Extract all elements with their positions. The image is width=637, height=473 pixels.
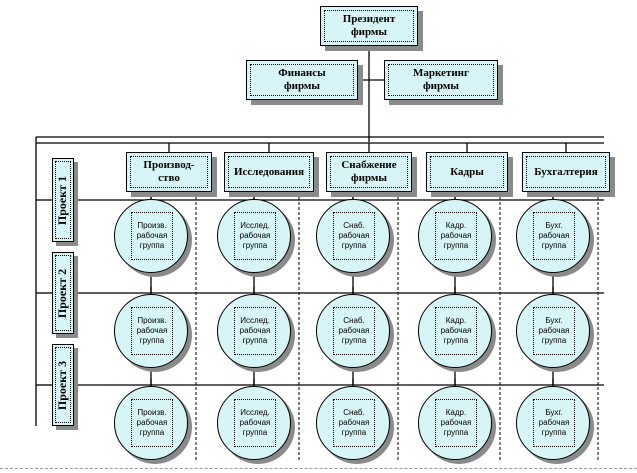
workgroup-label: Произв. рабочая группа xyxy=(131,212,173,260)
workgroup-circle: Бухг. рабочая группа xyxy=(516,294,590,368)
project-3-label: Проект 3 xyxy=(55,360,70,410)
workgroup-label: Кадр. рабочая группа xyxy=(435,212,477,260)
workgroup-circle: Произв. рабочая группа xyxy=(114,294,188,368)
workgroup-circle: Бухг. рабочая группа xyxy=(516,199,590,273)
dept-accounting-label: Бухгалтерия xyxy=(526,156,606,188)
workgroup-circle: Исслед. рабочая группа xyxy=(217,386,291,460)
dept-hr-label: Кадры xyxy=(430,156,504,188)
workgroup-label: Кадр. рабочая группа xyxy=(435,307,477,355)
dept-research-box: Исследования xyxy=(224,152,314,192)
workgroup-circle: Произв. рабочая группа xyxy=(114,199,188,273)
workgroup-circle: Снаб. рабочая группа xyxy=(316,199,390,273)
workgroup-label: Исслед. рабочая группа xyxy=(234,399,276,447)
president-box: Президент фирмы xyxy=(320,6,418,46)
project-2-box: Проект 2 xyxy=(52,252,74,334)
project-2-label: Проект 2 xyxy=(55,268,70,318)
workgroup-circle: Произв. рабочая группа xyxy=(114,386,188,460)
workgroup-label: Снаб. рабочая группа xyxy=(333,212,375,260)
workgroup-circle: Кадр. рабочая группа xyxy=(418,386,492,460)
workgroup-label: Произв. рабочая группа xyxy=(131,307,173,355)
workgroup-label: Бухг. рабочая группа xyxy=(533,212,575,260)
workgroup-circle: Снаб. рабочая группа xyxy=(316,294,390,368)
page-bottom-rule xyxy=(0,468,637,469)
dept-research-label: Исследования xyxy=(228,156,310,188)
workgroup-label: Кадр. рабочая группа xyxy=(435,399,477,447)
workgroup-label: Исслед. рабочая группа xyxy=(234,212,276,260)
dept-supply-box: Снабжение фирмы xyxy=(326,152,412,192)
marketing-label: Маркетинг фирмы xyxy=(388,64,494,96)
project-3-box: Проект 3 xyxy=(52,344,74,426)
president-label: Президент фирмы xyxy=(324,10,414,42)
dept-supply-label: Снабжение фирмы xyxy=(330,156,408,188)
workgroup-label: Произв. рабочая группа xyxy=(131,399,173,447)
workgroup-label: Бухг. рабочая группа xyxy=(533,399,575,447)
marketing-box: Маркетинг фирмы xyxy=(384,60,498,100)
finance-label: Финансы фирмы xyxy=(250,64,354,96)
dept-production-label: Производ- ство xyxy=(130,156,208,188)
workgroup-label: Исслед. рабочая группа xyxy=(234,307,276,355)
dept-hr-box: Кадры xyxy=(426,152,508,192)
workgroup-label: Бухг. рабочая группа xyxy=(533,307,575,355)
workgroup-circle: Исслед. рабочая группа xyxy=(217,294,291,368)
finance-box: Финансы фирмы xyxy=(246,60,358,100)
workgroup-circle: Кадр. рабочая группа xyxy=(418,199,492,273)
workgroup-circle: Бухг. рабочая группа xyxy=(516,386,590,460)
workgroup-label: Снаб. рабочая группа xyxy=(333,399,375,447)
project-1-label: Проект 1 xyxy=(55,175,70,225)
workgroup-label: Снаб. рабочая группа xyxy=(333,307,375,355)
workgroup-circle: Кадр. рабочая группа xyxy=(418,294,492,368)
project-1-box: Проект 1 xyxy=(52,158,74,242)
workgroup-circle: Исслед. рабочая группа xyxy=(217,199,291,273)
dept-production-box: Производ- ство xyxy=(126,152,212,192)
workgroup-circle: Снаб. рабочая группа xyxy=(316,386,390,460)
dept-accounting-box: Бухгалтерия xyxy=(522,152,610,192)
